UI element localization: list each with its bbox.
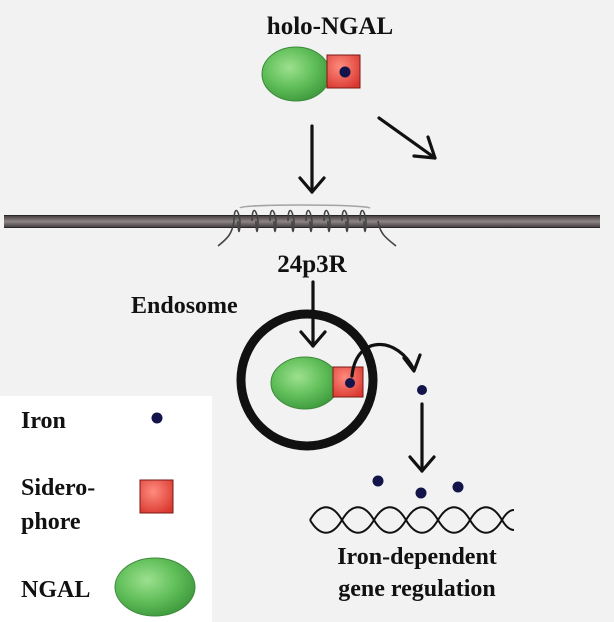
legend-siderophore-symbol bbox=[139, 479, 174, 514]
legend-siderophore-label-2: phore bbox=[21, 509, 81, 535]
arrow-into-endosome bbox=[299, 280, 327, 348]
endosome-label: Endosome bbox=[131, 293, 238, 319]
legend-ngal-label: NGAL bbox=[21, 577, 90, 603]
iron-atom bbox=[339, 66, 351, 78]
legend: Iron Sidero- phore NGAL bbox=[21, 408, 196, 617]
arrow-iron-release bbox=[350, 342, 422, 378]
holo-ngal-label: holo-NGAL bbox=[267, 13, 393, 40]
legend-iron-symbol bbox=[151, 412, 163, 424]
endosome-ngal-complex bbox=[270, 356, 364, 410]
receptor-label: 24p3R bbox=[277, 251, 347, 278]
arrow-diagonal-away bbox=[377, 116, 437, 160]
iron-atom-1 bbox=[372, 475, 384, 487]
legend-iron-label: Iron bbox=[21, 408, 66, 434]
gene-regulation-line2: gene regulation bbox=[338, 576, 496, 602]
cell-membrane bbox=[4, 215, 600, 228]
receptor-24p3r bbox=[217, 204, 397, 247]
arrow-to-dna bbox=[408, 402, 436, 473]
legend-siderophore-label-1: Sidero- bbox=[21, 475, 95, 501]
ngal-protein-endosome bbox=[270, 356, 340, 410]
gene-regulation-line1: Iron-dependent bbox=[337, 544, 497, 570]
iron-atom-2 bbox=[415, 487, 427, 499]
arrow-down-to-receptor bbox=[298, 124, 326, 194]
iron-atom-3 bbox=[452, 481, 464, 493]
siderophore bbox=[326, 54, 361, 89]
holo-ngal-complex bbox=[261, 46, 361, 102]
iron-atom-endosome bbox=[345, 378, 355, 388]
dna-helix bbox=[309, 506, 515, 534]
ngal-protein bbox=[261, 46, 331, 102]
released-iron bbox=[417, 385, 427, 395]
legend-ngal-symbol bbox=[114, 557, 196, 617]
endosome bbox=[236, 309, 378, 451]
